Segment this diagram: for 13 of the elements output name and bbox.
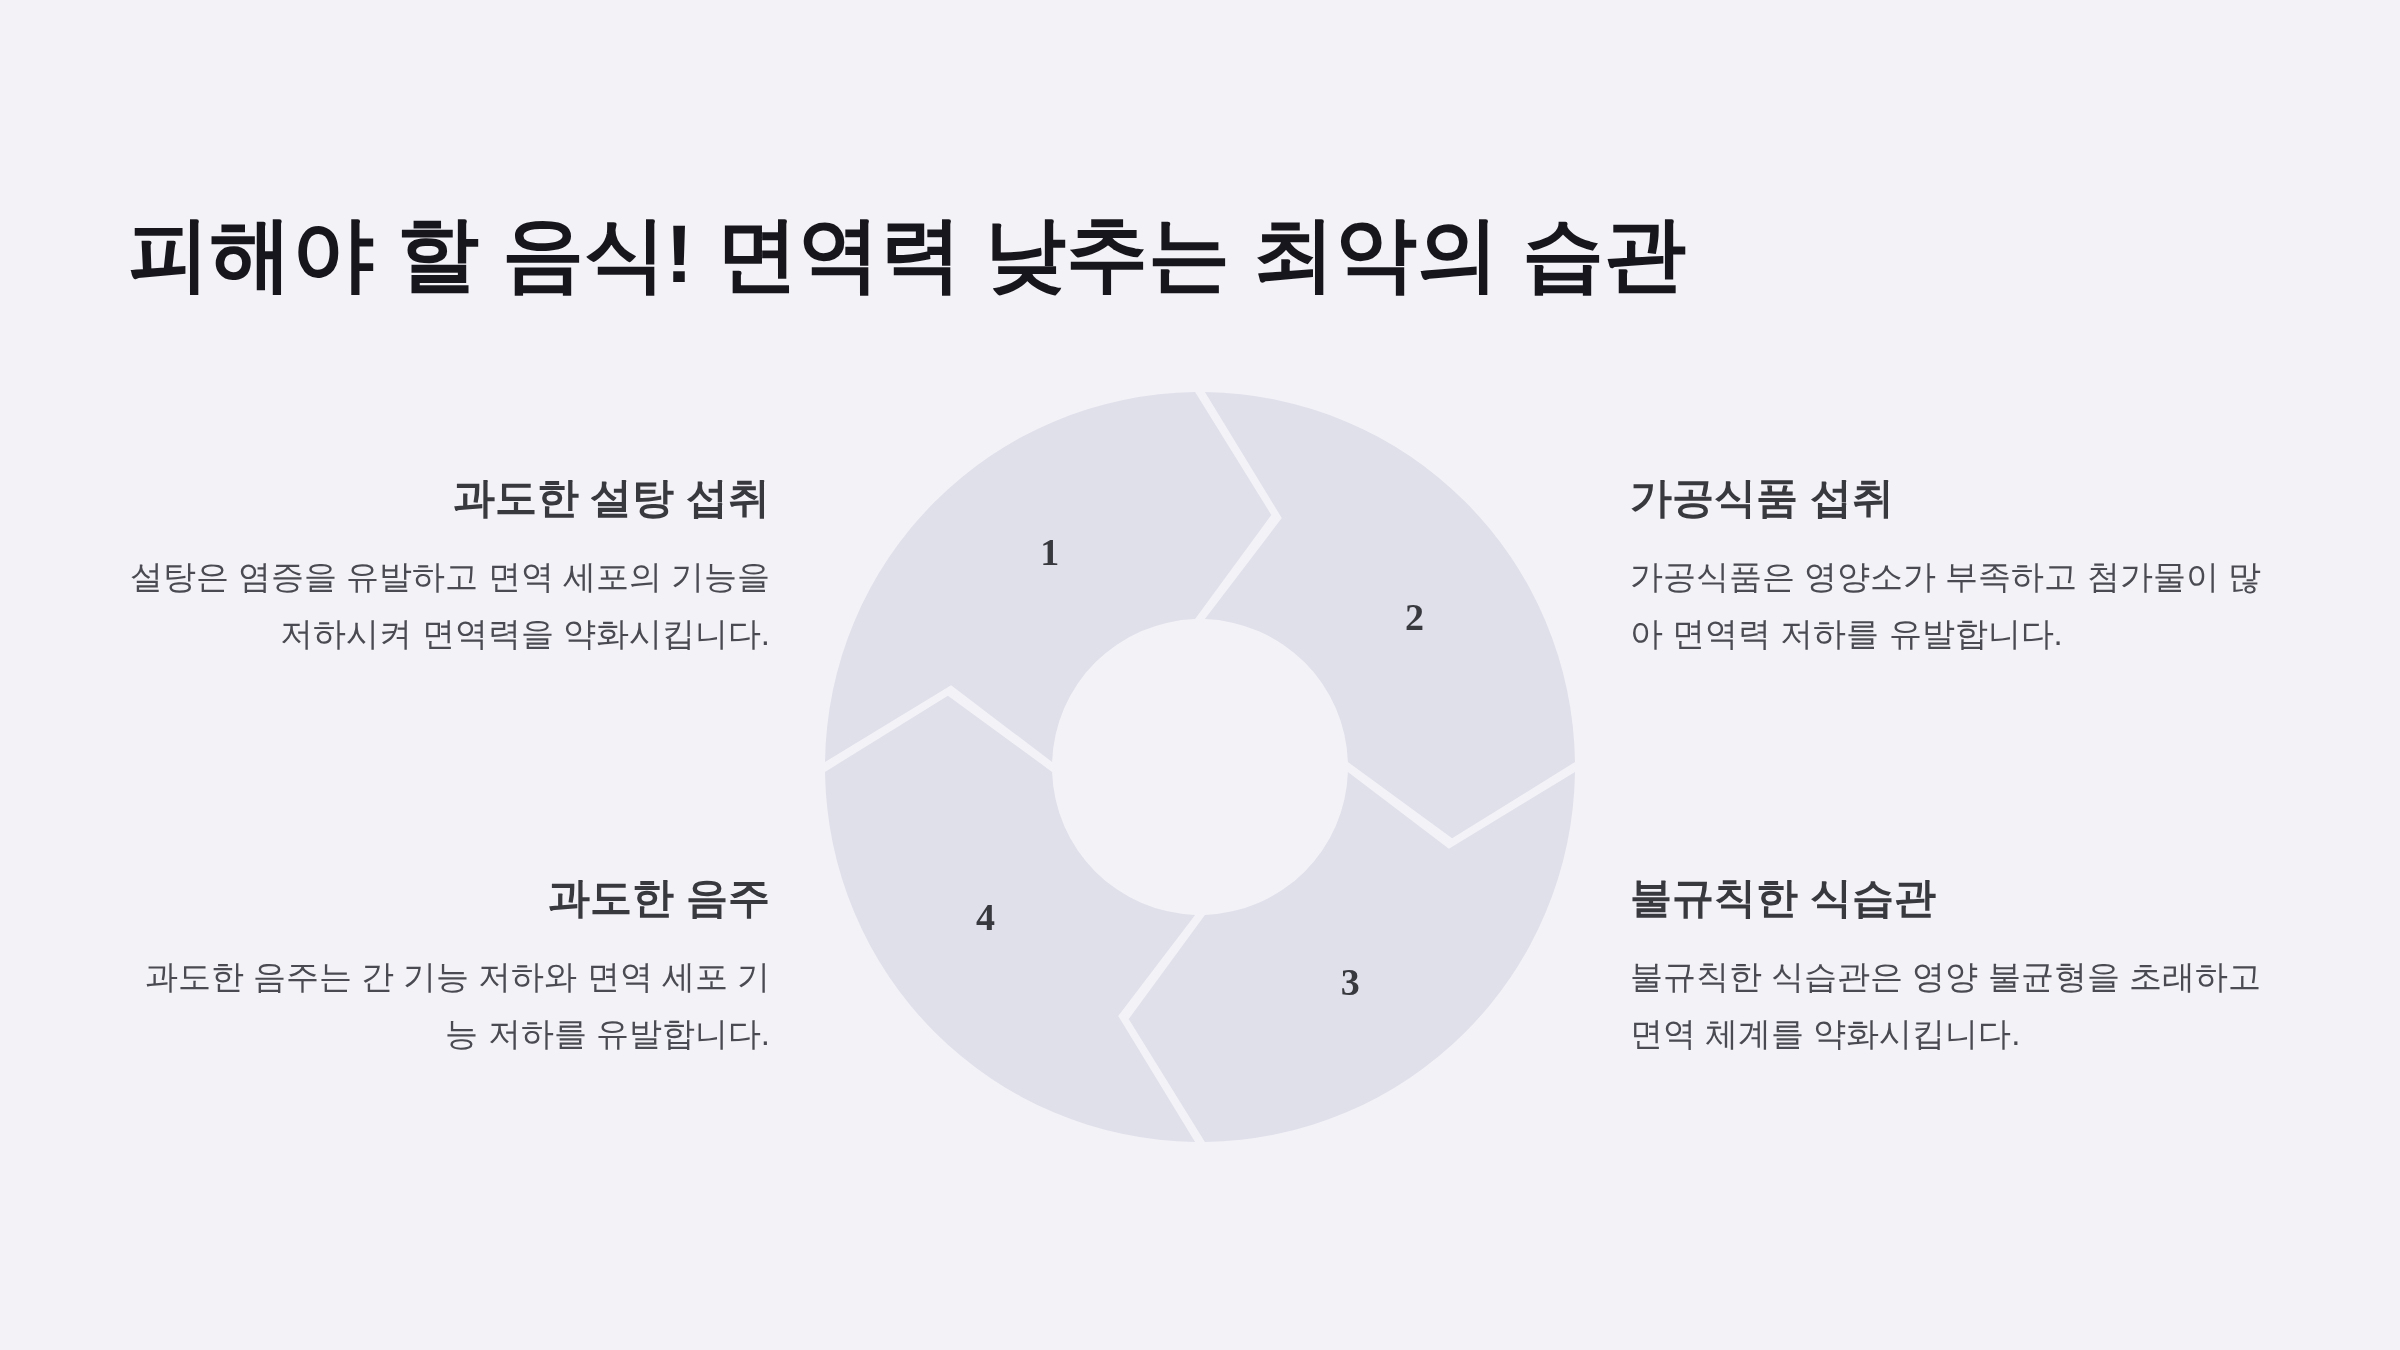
step-number: 1 bbox=[1040, 530, 1060, 575]
step-number: 4 bbox=[975, 895, 995, 940]
item-description: 가공식품은 영양소가 부족하고 첨가물이 많아 면역력 저하를 유발합니다. bbox=[1630, 557, 2262, 654]
step-number: 3 bbox=[1340, 959, 1360, 1004]
title: 피해야 할 음식! 면역력 낮추는 최악의 습관 bbox=[128, 207, 1686, 301]
item-heading: 과도한 설탕 섭취 bbox=[451, 473, 770, 523]
item-description: 불규칙한 식습관은 영양 불균형을 초래하고 면역 체계를 약화시킵니다. bbox=[1630, 957, 2262, 1054]
item-description: 과도한 음주는 간 기능 저하와 면역 세포 기능 저하를 유발합니다. bbox=[143, 957, 770, 1054]
item-heading: 과도한 음주 bbox=[547, 873, 770, 923]
item-heading: 불규칙한 식습관 bbox=[1630, 873, 1937, 923]
step-number: 2 bbox=[1405, 594, 1425, 639]
item-heading: 가공식품 섭취 bbox=[1630, 473, 1895, 523]
item-description: 설탕은 염증을 유발하고 면역 세포의 기능을 저하시켜 면역력을 약화시킵니다. bbox=[130, 557, 770, 654]
